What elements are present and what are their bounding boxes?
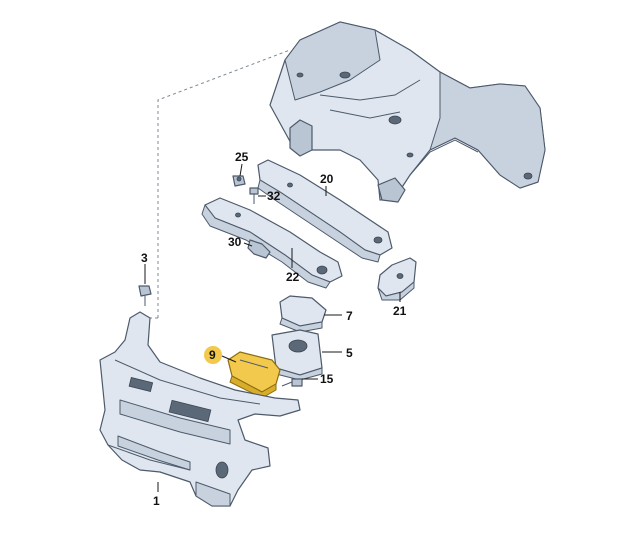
callout-label-25: 25 [235, 150, 249, 164]
callout-label-32: 32 [267, 189, 281, 203]
assembly-guide-lines [150, 49, 291, 319]
part-15-screw [281, 378, 303, 387]
callout-9: 9 [204, 346, 237, 364]
part-7-cover [279, 295, 327, 333]
callout-label-22: 22 [286, 270, 300, 284]
part-32-screw [249, 187, 259, 204]
callout-label-9: 9 [209, 348, 216, 362]
part-21-side-bracket [377, 257, 417, 301]
callouts: 1 3 5 7 9 15 20 21 [141, 150, 407, 508]
callout-label-7: 7 [346, 309, 353, 323]
callout-5: 5 [322, 346, 353, 360]
callout-label-30: 30 [228, 235, 242, 249]
callout-3: 3 [141, 251, 148, 284]
callout-30: 30 [228, 235, 253, 249]
part-1-front-carrier [99, 311, 301, 507]
callout-label-21: 21 [393, 304, 407, 318]
callout-20: 20 [320, 172, 334, 196]
part-9-highlighted-bracket [227, 351, 281, 399]
callout-25: 25 [235, 150, 249, 177]
part-5-housing [271, 329, 323, 381]
fender-wheelhouse-assembly [269, 21, 546, 203]
callout-32: 32 [258, 189, 281, 203]
callout-label-3: 3 [141, 251, 148, 265]
callout-22: 22 [286, 248, 300, 284]
callout-label-5: 5 [346, 346, 353, 360]
callout-9-highlight-badge [204, 346, 222, 364]
callout-label-1: 1 [153, 494, 160, 508]
part-22-lower-rail [201, 197, 343, 289]
callout-7: 7 [324, 309, 353, 323]
callout-21: 21 [393, 292, 407, 318]
part-3-bolt [138, 285, 152, 306]
part-20-upper-rail [257, 159, 393, 263]
part-25-bolt [232, 175, 246, 187]
callout-1: 1 [153, 482, 160, 508]
callout-label-15: 15 [320, 372, 334, 386]
callout-15: 15 [302, 372, 334, 386]
part-30-bracket [247, 239, 271, 259]
callout-label-20: 20 [320, 172, 334, 186]
